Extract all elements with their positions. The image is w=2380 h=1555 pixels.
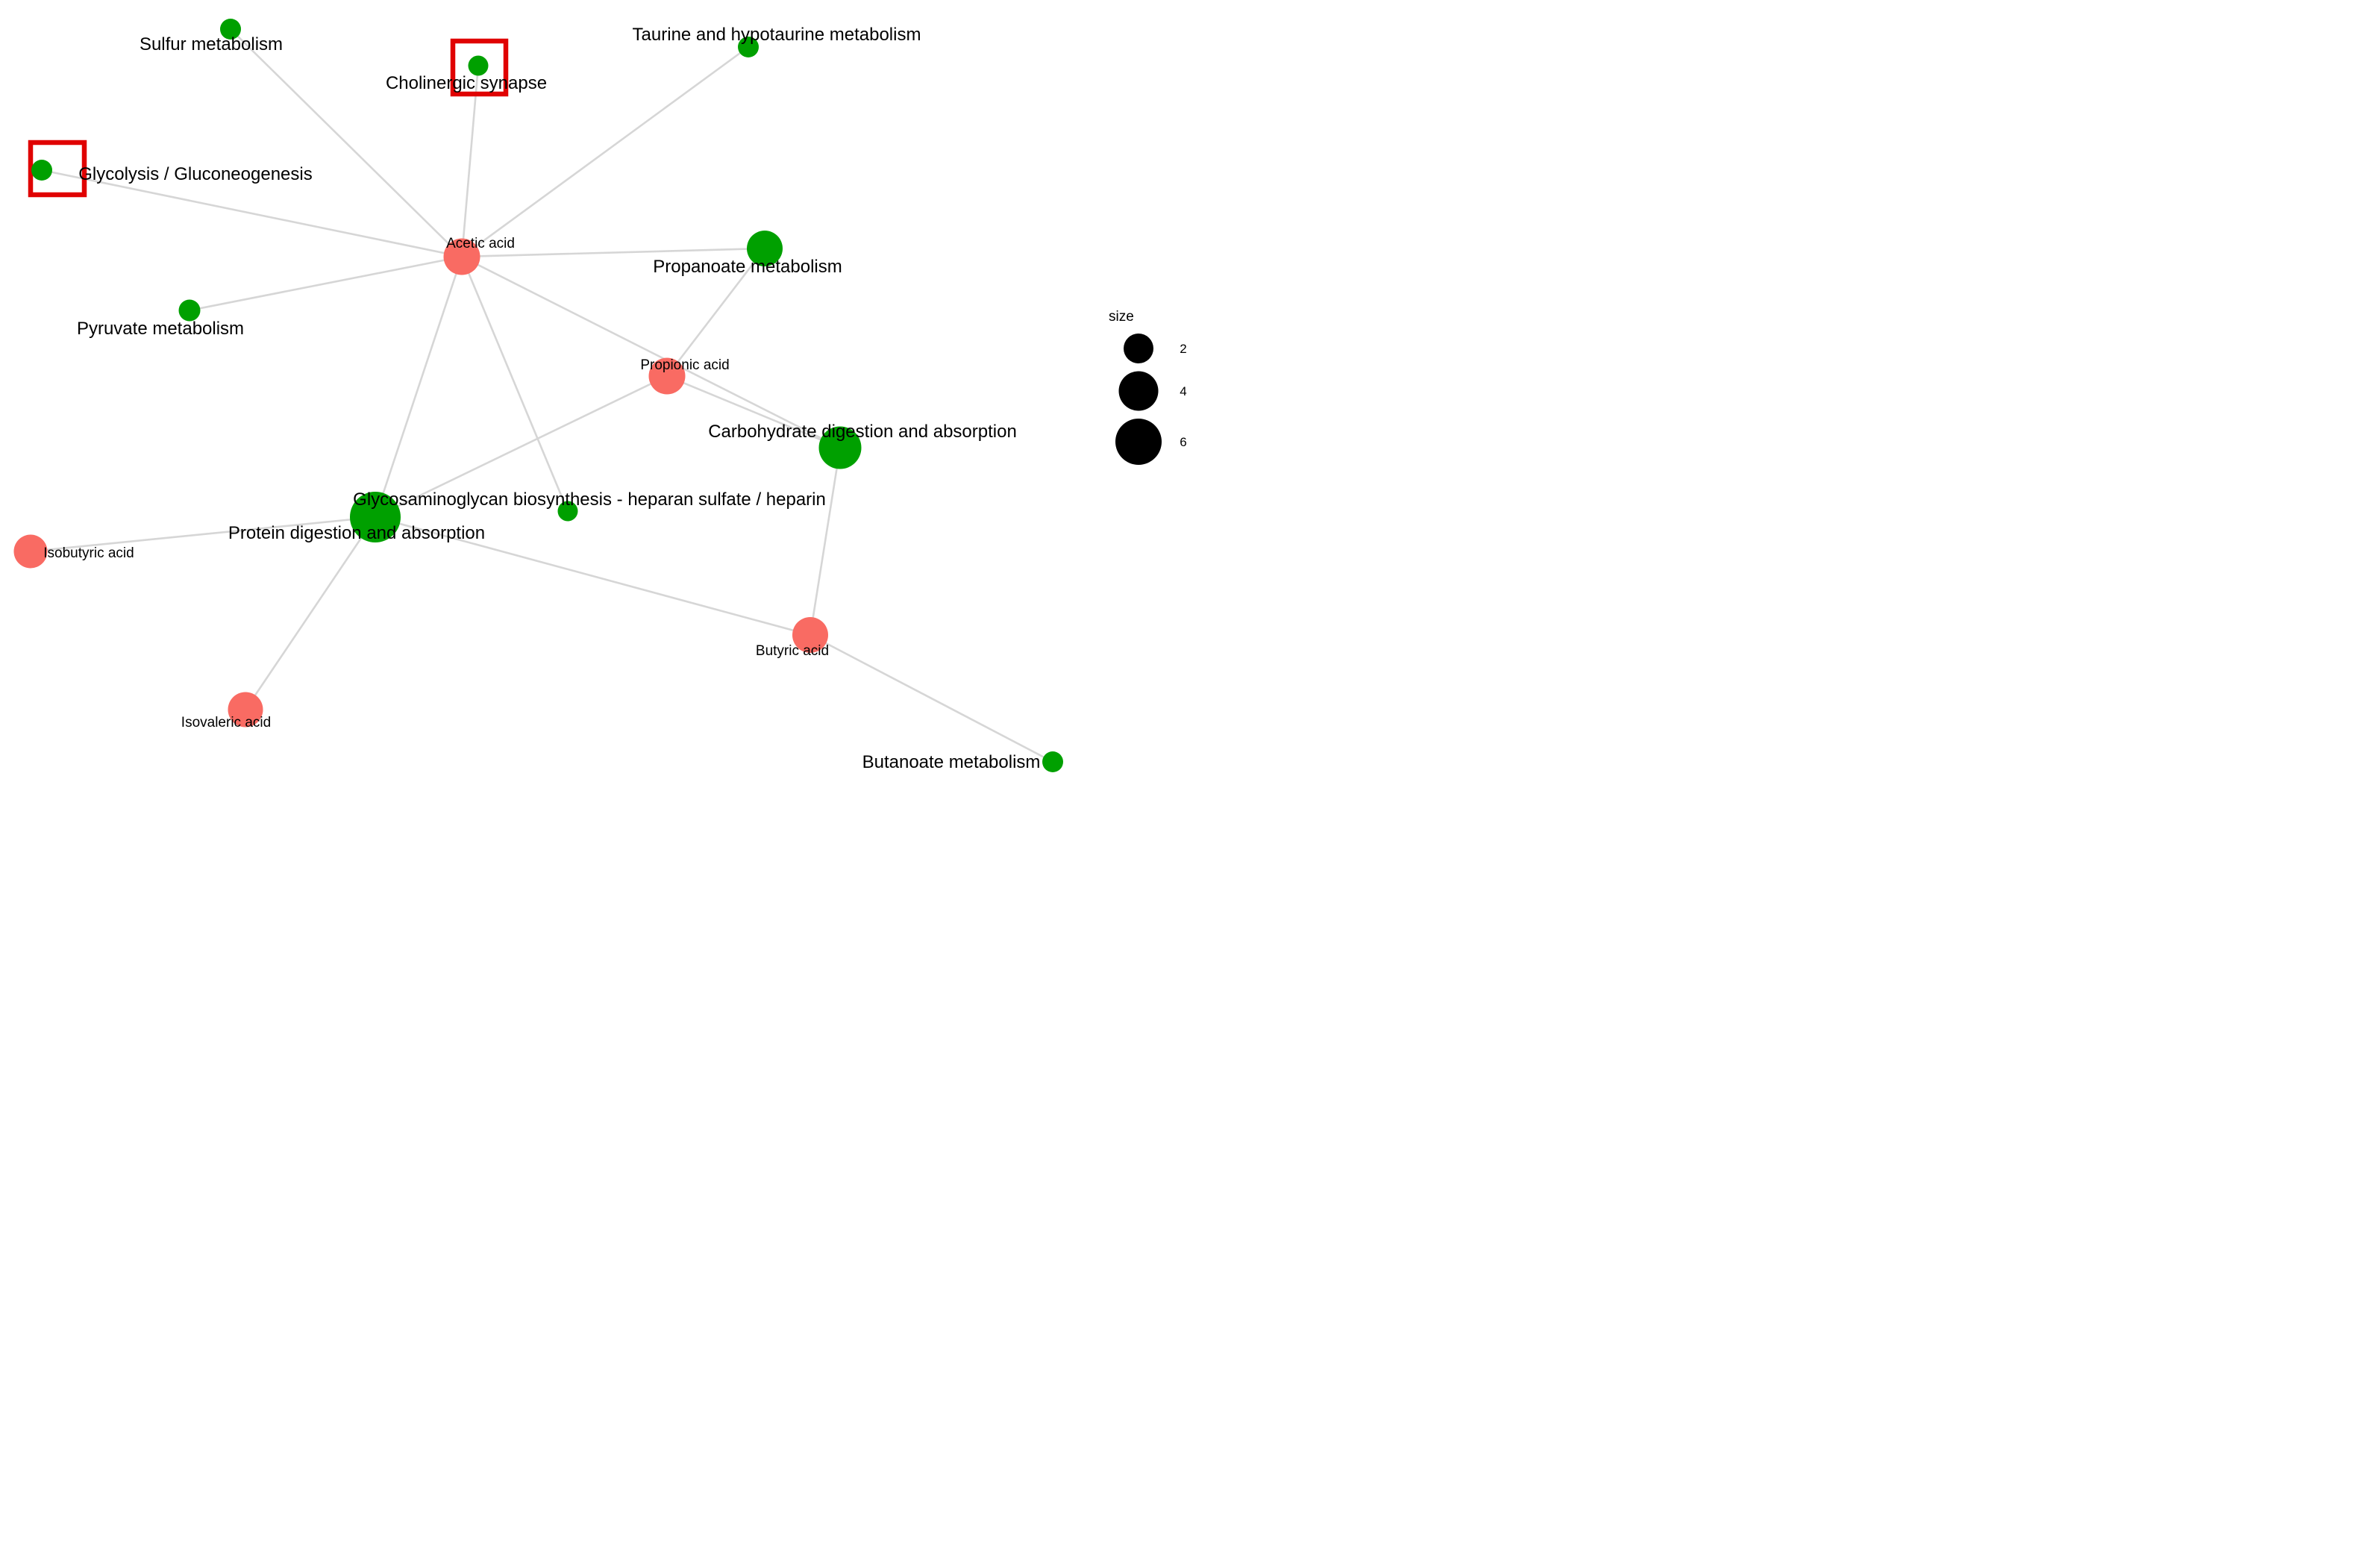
edge-propionic-acid--protein-digestion-and-absorption <box>375 375 668 519</box>
node-sulfur-metabolism <box>220 19 241 40</box>
edge-acetic-acid--taurine-and-hypotaurine-metabolism <box>461 46 749 258</box>
legend-value-4: 4 <box>1180 384 1186 398</box>
node-propionic-acid <box>648 357 686 395</box>
node-isobutyric-acid <box>13 534 48 569</box>
node-butyric-acid <box>792 617 828 653</box>
node-isovaleric-acid <box>228 692 263 728</box>
node-label-isobutyric-acid: Isobutyric acid <box>43 545 134 561</box>
edge-propionic-acid--propanoate-metabolism <box>666 248 766 377</box>
node-glycosaminoglycan-biosynthesis <box>557 501 578 522</box>
node-taurine-and-hypotaurine-metabolism <box>738 37 759 57</box>
edge-butyric-acid--butanoate-metabolism <box>809 633 1053 763</box>
legend: size 2 4 6 <box>1109 309 1187 465</box>
legend-circle-size-4 <box>1118 371 1159 411</box>
legend-value-2: 2 <box>1180 342 1186 356</box>
highlight-boxes-layer <box>28 38 509 198</box>
node-label-propanoate-metabolism: Propanoate metabolism <box>653 257 842 277</box>
node-label-butyric-acid: Butyric acid <box>756 643 829 659</box>
node-acetic-acid <box>443 238 480 275</box>
edge-isovaleric-acid--protein-digestion-and-absorption <box>244 516 377 710</box>
legend-circle-size-2 <box>1124 334 1153 363</box>
edge-butyric-acid--protein-digestion-and-absorption <box>375 516 811 636</box>
node-protein-digestion-and-absorption <box>350 492 401 542</box>
legend-circle-size-6 <box>1115 419 1162 465</box>
node-label-sulfur-metabolism: Sulfur metabolism <box>140 34 283 54</box>
node-label-isovaleric-acid: Isovaleric acid <box>181 715 271 730</box>
node-propanoate-metabolism <box>747 231 783 266</box>
edge-acetic-acid--pyruvate-metabolism <box>189 255 463 312</box>
edge-isobutyric-acid--protein-digestion-and-absorption <box>30 516 376 553</box>
node-label-protein-digestion-and-absorption: Protein digestion and absorption <box>228 523 485 543</box>
edge-acetic-acid--sulfur-metabolism <box>230 28 463 257</box>
edge-acetic-acid--propanoate-metabolism <box>461 247 765 258</box>
highlight-box-glycolysis-gluconeogenesis <box>28 140 87 198</box>
node-butanoate-metabolism <box>1042 751 1063 772</box>
node-label-propionic-acid: Propionic acid <box>640 357 729 373</box>
edge-acetic-acid--protein-digestion-and-absorption <box>374 256 463 518</box>
edge-acetic-acid--glycolysis-gluconeogenesis <box>41 169 463 258</box>
node-label-taurine-and-hypotaurine-metabolism: Taurine and hypotaurine metabolism <box>633 25 921 45</box>
node-glycolysis-gluconeogenesis <box>31 160 52 181</box>
edge-propionic-acid--carbohydrate-digestion-and-absorption <box>666 375 841 449</box>
node-carbohydrate-digestion-and-absorption <box>818 426 862 469</box>
node-label-pyruvate-metabolism: Pyruvate metabolism <box>77 319 244 339</box>
node-label-acetic-acid: Acetic acid <box>446 236 515 251</box>
edge-acetic-acid--carbohydrate-digestion-and-absorption <box>461 255 841 449</box>
legend-title: size <box>1109 309 1134 325</box>
nodes-layer <box>13 19 1063 772</box>
highlight-box-cholinergic-synapse <box>450 38 509 97</box>
node-label-butanoate-metabolism: Butanoate metabolism <box>862 752 1041 772</box>
edges-layer <box>30 28 1053 763</box>
node-label-cholinergic-synapse: Cholinergic synapse <box>386 73 547 93</box>
legend-value-6: 6 <box>1180 435 1186 449</box>
edge-butyric-acid--carbohydrate-digestion-and-absorption <box>809 447 842 636</box>
edge-acetic-acid--cholinergic-synapse <box>460 65 480 257</box>
node-label-carbohydrate-digestion-and-absorption: Carbohydrate digestion and absorption <box>708 422 1017 442</box>
node-cholinergic-synapse <box>468 55 489 76</box>
node-pyruvate-metabolism <box>178 299 201 322</box>
node-label-glycosaminoglycan-biosynthesis: Glycosaminoglycan biosynthesis - heparan… <box>353 489 826 510</box>
edge-acetic-acid--glycosaminoglycan-biosynthesis <box>460 256 569 512</box>
node-label-glycolysis-gluconeogenesis: Glycolysis / Gluconeogenesis <box>78 164 312 184</box>
